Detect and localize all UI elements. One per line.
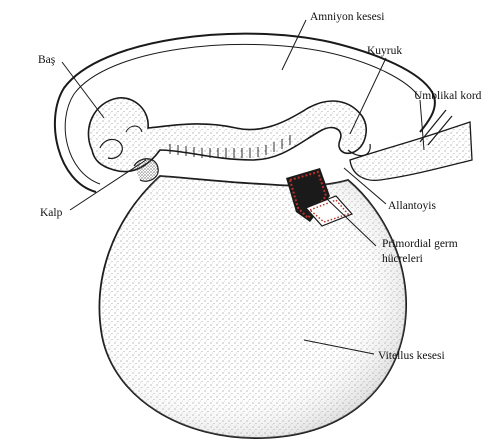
yolk-sac (99, 176, 406, 438)
label-heart: Kalp (40, 207, 62, 220)
label-germ-cells-line2: hücreleri (382, 253, 423, 266)
embryo-body (88, 98, 370, 181)
umbilical-cord (350, 110, 472, 180)
label-amnion: Amniyon kesesi (310, 11, 384, 24)
label-yolk-sac: Vitellus kesesi (378, 350, 445, 363)
label-allantois: Allantoyis (388, 200, 436, 213)
label-tail: Kuyruk (367, 45, 402, 58)
label-germ-cells-line1: Primordial germ (382, 238, 458, 251)
label-umbilical-cord: Umblikal kord (414, 90, 481, 103)
label-head: Baş (38, 54, 55, 67)
heart-bulge (134, 159, 158, 182)
